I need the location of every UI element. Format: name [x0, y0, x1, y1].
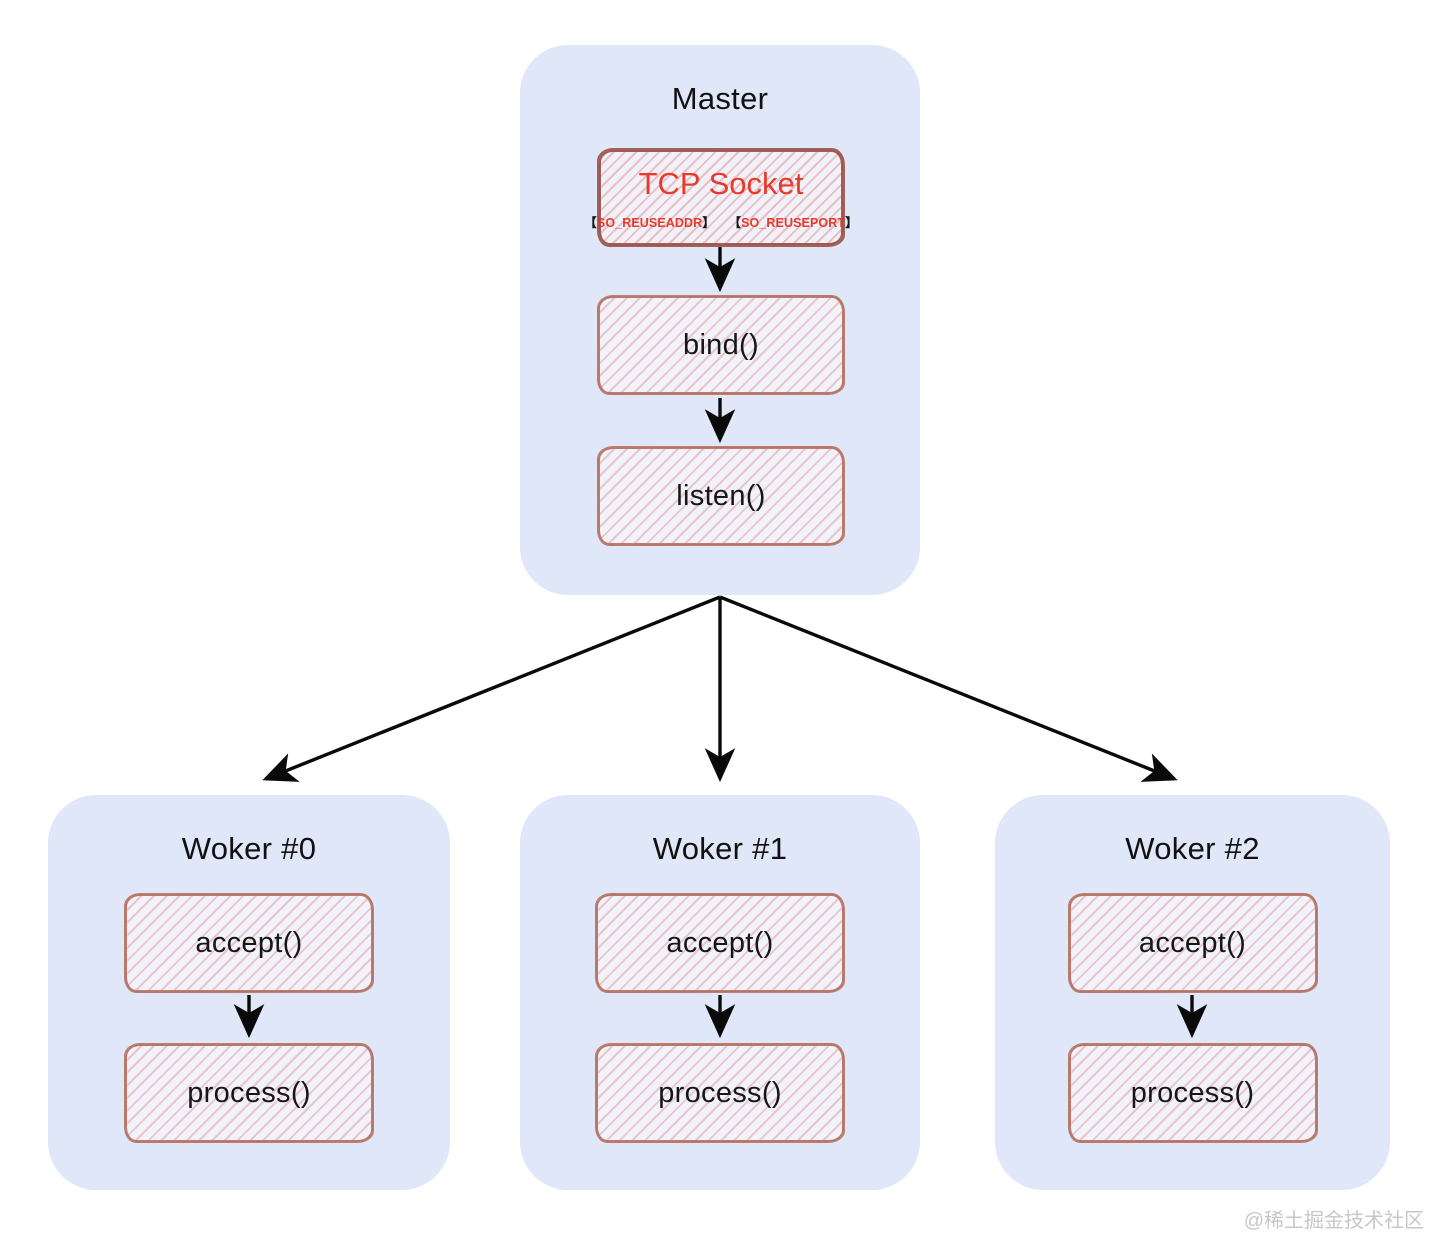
bracket-open: 【 [584, 216, 597, 230]
worker-0-group: Woker #0 accept() process() [48, 795, 450, 1190]
process-label: process() [658, 1076, 782, 1109]
accept-box: accept() [1067, 893, 1318, 993]
watermark: @稀土掘金技术社区 [1243, 1210, 1424, 1232]
arrow-master-to-worker-0 [262, 595, 721, 782]
tcp-socket-box: TCP Socket 【SO_REUSEADDR】 【SO_REUSEPORT】 [584, 148, 858, 247]
process-label: process() [1130, 1076, 1255, 1109]
bracket-close: 】 [845, 216, 858, 230]
socket-option-label: SO_REUSEPORT [741, 216, 846, 230]
worker-0-title: Woker #0 [181, 831, 317, 866]
listen-box: listen() [597, 446, 845, 546]
accept-label: accept() [195, 926, 303, 959]
process-box: process() [595, 1043, 845, 1143]
socket-option-reuseaddr: 【SO_REUSEADDR】 [584, 216, 715, 230]
socket-option-reuseport: 【SO_REUSEPORT】 [728, 216, 857, 230]
master-title: Master [671, 81, 769, 116]
arrow-master-to-worker-2 [719, 595, 1178, 782]
accept-label: accept() [666, 926, 774, 959]
process-box: process() [124, 1043, 374, 1143]
worker-2-group: Woker #2 accept() process() [995, 795, 1390, 1190]
worker-2-title: Woker #2 [1125, 831, 1260, 866]
process-label: process() [187, 1076, 311, 1109]
bind-box: bind() [597, 295, 845, 395]
accept-box: accept() [595, 893, 845, 993]
worker-1-title: Woker #1 [652, 831, 788, 866]
worker-1-group: Woker #1 accept() process() [520, 795, 920, 1190]
bracket-close: 】 [702, 216, 715, 230]
bracket-open: 【 [728, 216, 742, 230]
accept-box: accept() [124, 893, 374, 993]
process-box: process() [1067, 1043, 1318, 1143]
accept-label: accept() [1138, 926, 1247, 959]
tcp-socket-label: TCP Socket [638, 166, 804, 201]
tcp-socket-options: 【SO_REUSEADDR】 【SO_REUSEPORT】 [584, 212, 857, 231]
listen-label: listen() [676, 479, 766, 512]
bind-label: bind() [683, 328, 759, 361]
socket-option-label: SO_REUSEADDR [596, 216, 703, 230]
master-group: Master TCP Socket 【SO_REUSEADDR】 【SO_REU… [520, 45, 920, 595]
